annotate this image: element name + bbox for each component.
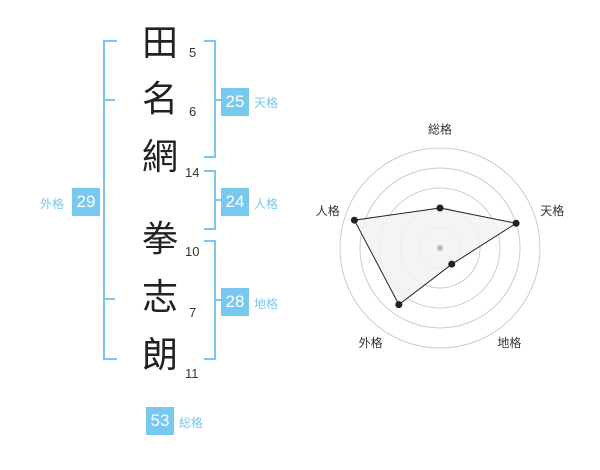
radar-axis-label-3: 地格 — [497, 335, 521, 350]
gaikaku-value-badge: 29 — [72, 188, 100, 216]
name-char-1: 田 — [141, 23, 178, 64]
radar-axis-label-2: 天格 — [540, 203, 564, 218]
radar-point-4 — [395, 301, 403, 309]
name-char-3: 網 — [141, 137, 178, 178]
name-char-6: 朗 — [141, 335, 178, 376]
jinkaku-value-badge: 24 — [221, 188, 249, 216]
stroke-count-4: 10 — [185, 244, 200, 259]
stroke-count-3: 14 — [185, 165, 200, 180]
radar-points — [350, 204, 520, 309]
jinkaku-connector — [214, 199, 222, 201]
radar-point-1 — [436, 204, 444, 212]
gaikaku-bracket-tick-bottom — [105, 298, 115, 300]
name-char-5: 志 — [141, 277, 178, 318]
radar-center-dot — [437, 245, 443, 251]
radar-axis-label-1: 総格 — [428, 122, 452, 137]
chikaku-label: 地格 — [254, 297, 279, 311]
stroke-count-1: 5 — [189, 45, 197, 60]
radar-axis-label-4: 外格 — [359, 335, 383, 350]
chikaku-connector — [214, 299, 222, 301]
chikaku-value-badge: 28 — [221, 288, 249, 316]
tenkaku-label: 天格 — [254, 96, 279, 110]
radar-data-polygon — [353, 207, 518, 306]
radar-grid-ring — [359, 167, 521, 329]
radar-axis-label-5: 人格 — [316, 203, 340, 218]
tenkaku-connector — [214, 99, 222, 101]
tenkaku-value-badge: 25 — [221, 88, 249, 116]
radar-point-3 — [448, 260, 456, 268]
soukaku-label: 総格 — [179, 416, 204, 430]
soukaku-value-badge: 53 — [146, 407, 174, 435]
radar-grid-ring — [339, 147, 541, 349]
radar-point-2 — [512, 219, 520, 227]
gaikaku-bracket-tick-top — [105, 99, 115, 101]
name-char-2: 名 — [141, 79, 178, 120]
jinkaku-label: 人格 — [254, 197, 279, 211]
stroke-count-6: 11 — [185, 366, 199, 381]
name-char-4: 拳 — [141, 219, 178, 260]
radar-point-5 — [350, 216, 358, 224]
stroke-count-5: 7 — [189, 305, 197, 320]
gaikaku-bracket — [103, 40, 117, 360]
stroke-count-2: 6 — [189, 104, 197, 119]
gaikaku-label: 外格 — [40, 197, 65, 211]
